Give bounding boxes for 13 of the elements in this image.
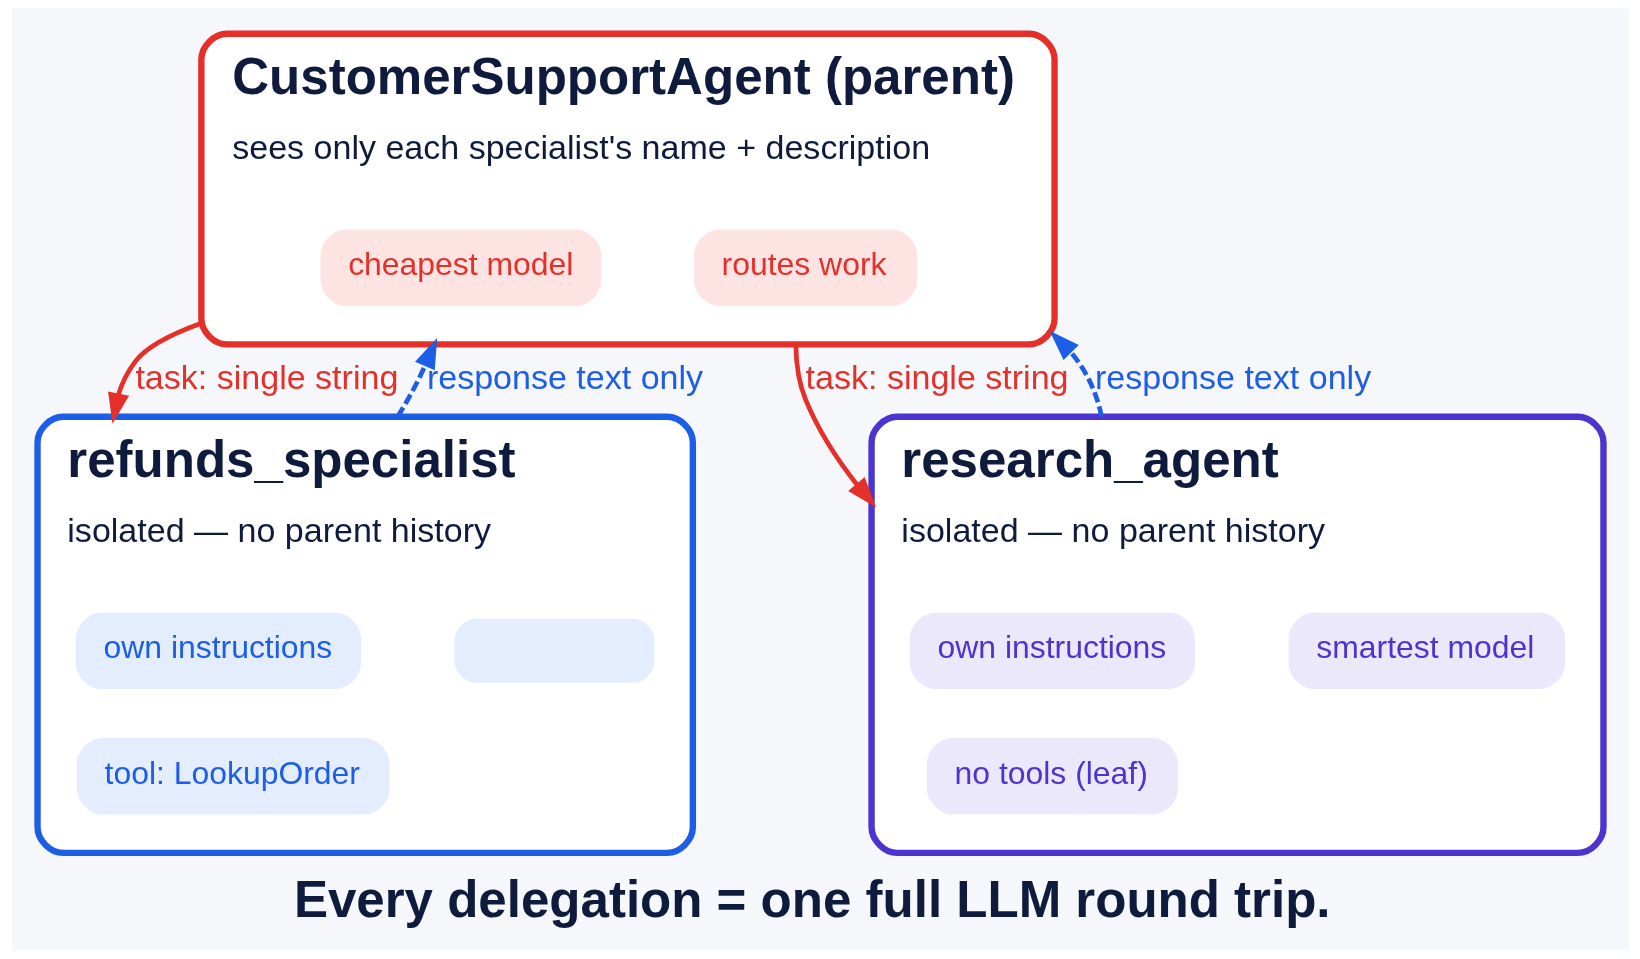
node-box: cheapest model	[320, 229, 601, 307]
arrow	[793, 344, 876, 508]
arrow	[1049, 330, 1104, 418]
node-box: tool: LookupOrder	[76, 738, 390, 815]
node-box: routes work	[693, 229, 917, 307]
arrow	[107, 321, 202, 424]
caption: Every delegation = one full LLM round trip.	[293, 871, 1331, 929]
edge-label: response text only	[1094, 357, 1371, 396]
node-box: own instructions	[75, 612, 361, 690]
edge-label: task: single string	[805, 357, 1069, 396]
node-box	[454, 618, 655, 683]
edge-label: task: single string	[134, 357, 398, 396]
edge-label: response text only	[426, 357, 703, 396]
